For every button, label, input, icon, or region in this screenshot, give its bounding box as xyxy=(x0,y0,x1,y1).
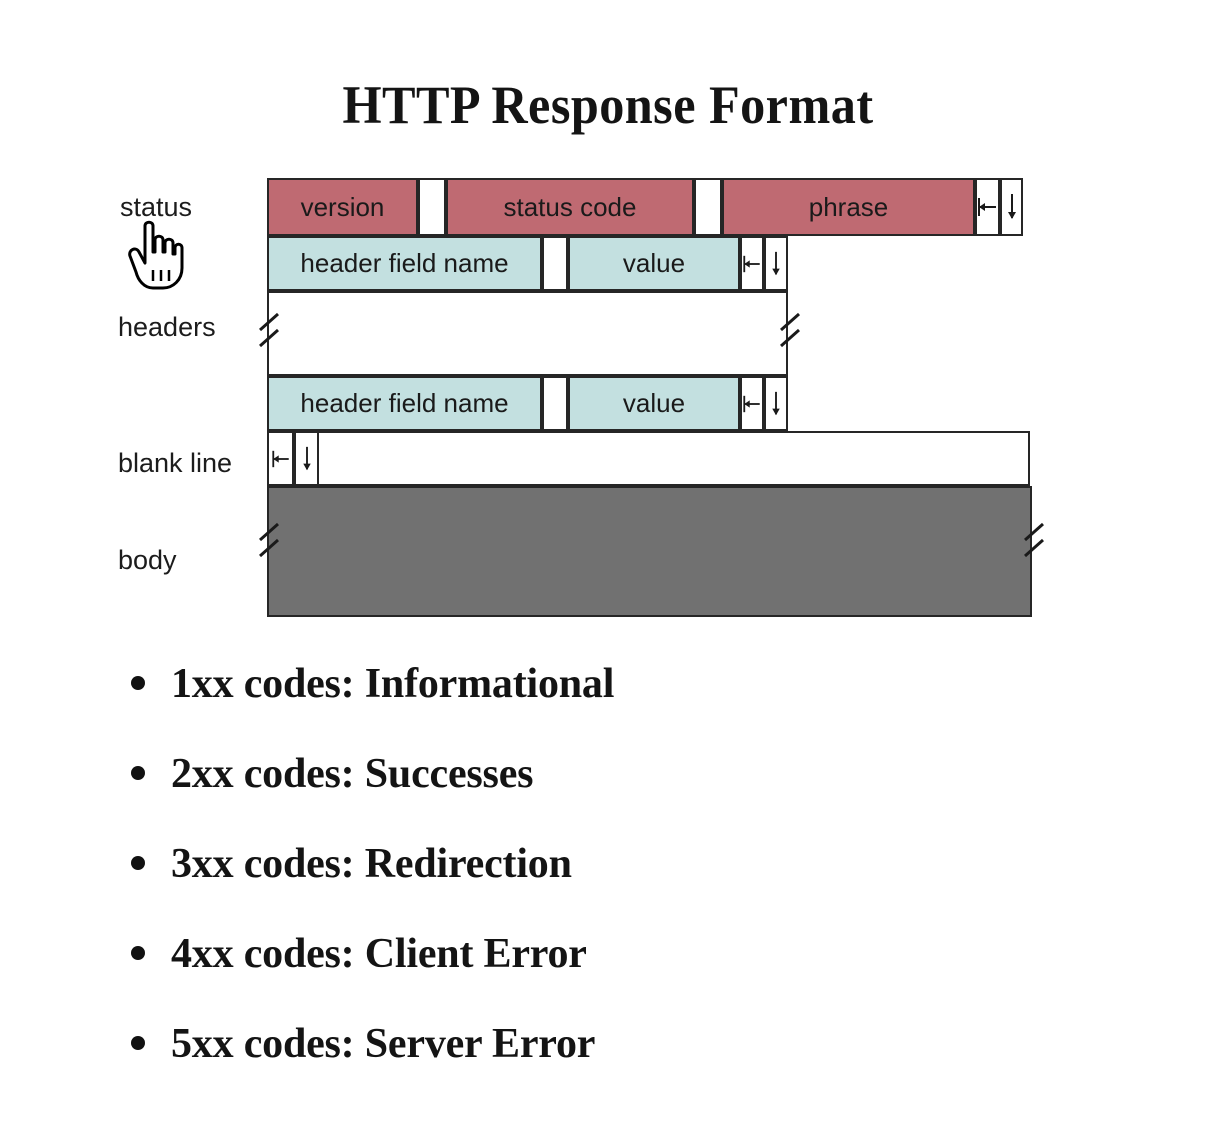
header-line-2-lf-marker xyxy=(764,376,788,431)
status-line-lf-marker xyxy=(1000,178,1023,236)
page-title: HTTP Response Format xyxy=(342,75,874,135)
status-line-field-status-code: status code xyxy=(446,178,694,236)
blank-line-cr-marker xyxy=(267,431,294,486)
header-line-2-field-value: value xyxy=(568,376,740,431)
bullet-dot-icon xyxy=(131,946,145,960)
header-line-1-cr-marker xyxy=(740,236,764,291)
status-code-class-list: 1xx codes: Informational 2xx codes: Succ… xyxy=(0,660,1216,1110)
header-line-1-field-value: value xyxy=(568,236,740,291)
list-item: 4xx codes: Client Error xyxy=(0,930,1216,1020)
list-item: 1xx codes: Informational xyxy=(0,660,1216,750)
diagram-label-body: body xyxy=(118,545,177,575)
body-region xyxy=(267,486,1032,617)
list-item-label: 1xx codes: Informational xyxy=(171,661,615,707)
blank-line-lf-marker xyxy=(294,431,319,486)
list-item: 3xx codes: Redirection xyxy=(0,840,1216,930)
header-line-2-cr-marker xyxy=(740,376,764,431)
diagram-label-blank-line: blank line xyxy=(118,448,233,478)
status-line-cr-marker xyxy=(975,178,1000,236)
header-line-1-lf-marker xyxy=(764,236,788,291)
blank-line-region xyxy=(267,431,1030,486)
bullet-dot-icon xyxy=(131,766,145,780)
list-item-label: 5xx codes: Server Error xyxy=(171,1021,596,1067)
bullet-dot-icon xyxy=(131,676,145,690)
status-line-space-1 xyxy=(418,178,446,236)
status-line-field-version: version xyxy=(267,178,418,236)
diagram-label-headers: headers xyxy=(118,312,216,342)
list-item: 5xx codes: Server Error xyxy=(0,1020,1216,1110)
list-item-label: 4xx codes: Client Error xyxy=(171,931,587,977)
status-line-space-2 xyxy=(694,178,722,236)
header-line-1-space xyxy=(542,236,568,291)
list-item-label: 3xx codes: Redirection xyxy=(171,841,572,887)
diagram-label-status: status xyxy=(120,192,193,222)
list-item-label: 2xx codes: Successes xyxy=(171,751,534,797)
header-line-2-space xyxy=(542,376,568,431)
http-response-format-diagram: status headers blank line body version s… xyxy=(0,160,1216,630)
header-line-1-field-name: header field name xyxy=(267,236,542,291)
bullet-dot-icon xyxy=(131,856,145,870)
list-item: 2xx codes: Successes xyxy=(0,750,1216,840)
headers-continuation-region xyxy=(267,291,788,376)
header-line-2-field-name: header field name xyxy=(267,376,542,431)
status-line-field-phrase: phrase xyxy=(722,178,975,236)
bullet-dot-icon xyxy=(131,1036,145,1050)
